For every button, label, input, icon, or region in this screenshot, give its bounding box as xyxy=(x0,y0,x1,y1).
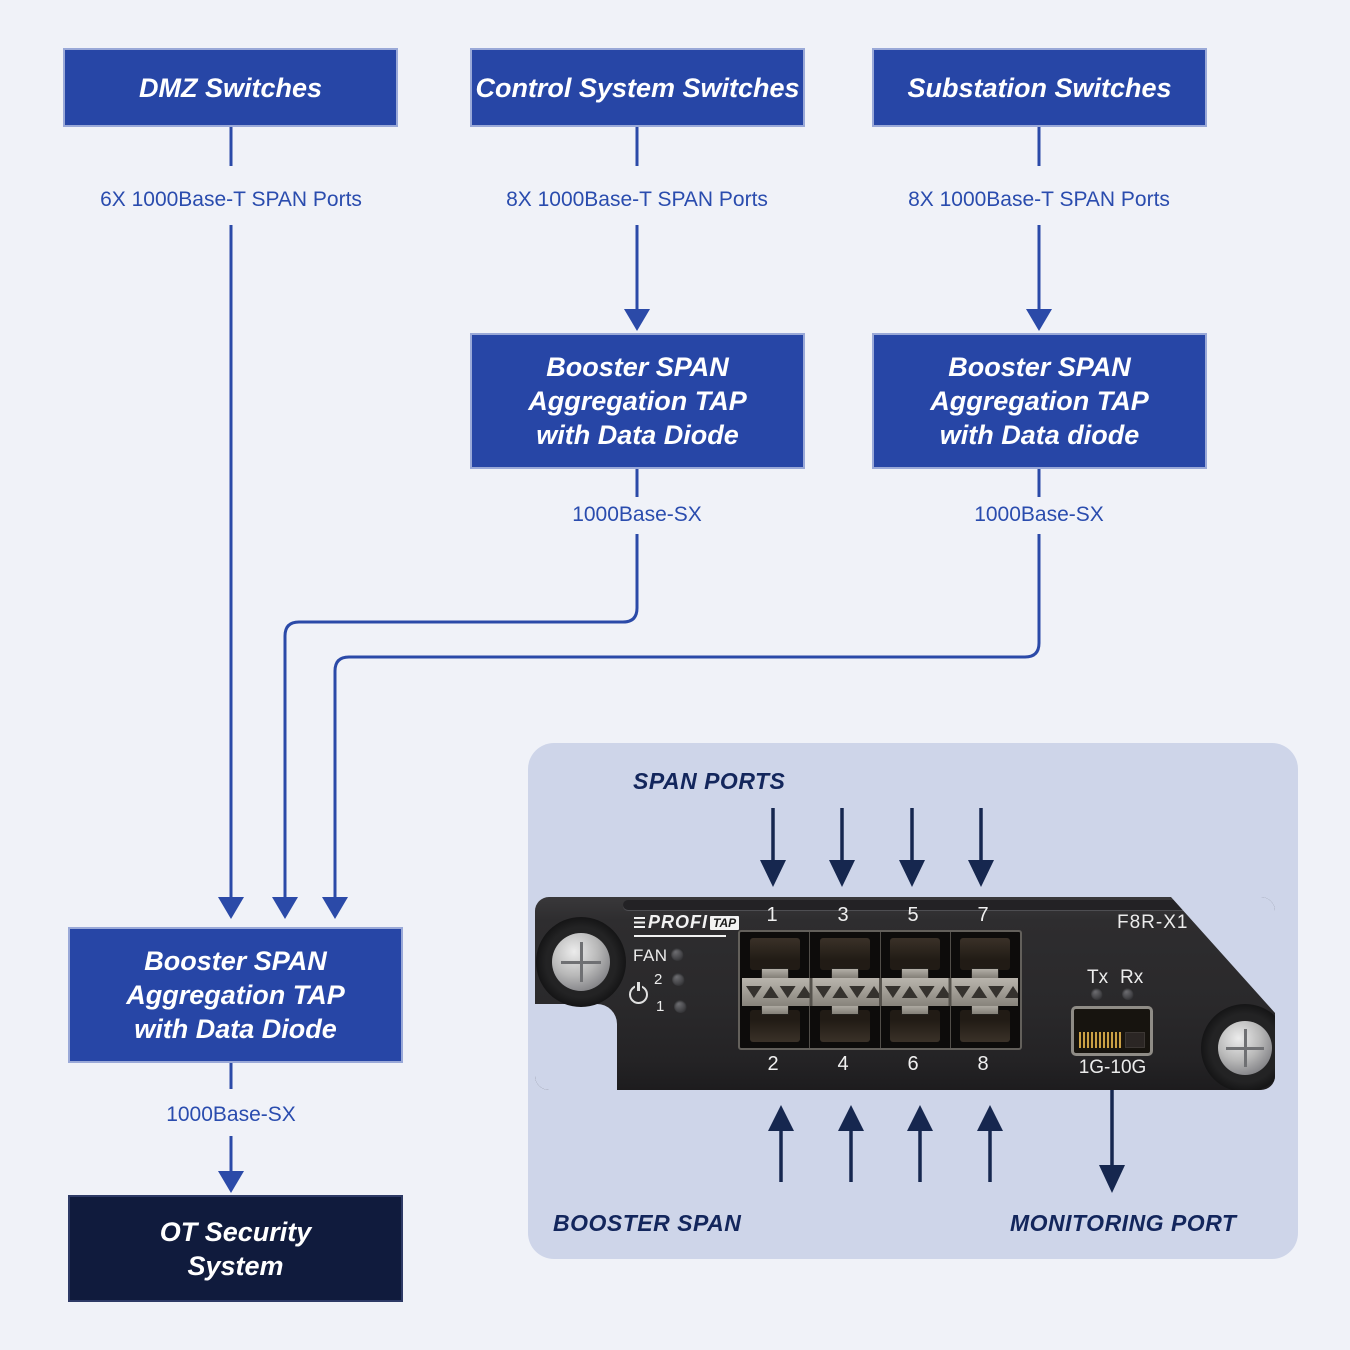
monitoring-port-arrowhead xyxy=(1099,1165,1125,1193)
wire-tap-substation-to-main xyxy=(333,534,1041,898)
edge-label-substation-span-ports: 8X 1000Base-T SPAN Ports xyxy=(908,188,1170,211)
latch-triangle-pattern xyxy=(745,978,1021,1006)
logo-profi-text: PROFI xyxy=(648,912,709,932)
node-substation-switches: Substation Switches xyxy=(872,48,1207,127)
arrowhead-into-tap-substation xyxy=(1026,309,1052,331)
booster-span-up-arrows xyxy=(779,1130,992,1182)
node-label-line: with Data Diode xyxy=(134,1014,337,1044)
node-label: Control System Switches xyxy=(475,72,800,103)
rx-label: Rx xyxy=(1120,967,1144,988)
caption-booster-span: BOOSTER SPAN xyxy=(553,1210,742,1236)
edge-label-dmz-span-ports: 6X 1000Base-T SPAN Ports xyxy=(100,188,362,211)
port-number-3: 3 xyxy=(837,904,849,926)
thumbscrew-left-icon xyxy=(552,933,610,991)
edge-label-control-span-ports: 8X 1000Base-T SPAN Ports xyxy=(506,188,768,211)
node-label-line: with Data Diode xyxy=(536,420,739,450)
power-led-2-label: 2 xyxy=(654,971,663,988)
device-model-label: F8R-X1 xyxy=(1117,912,1189,933)
arrowhead-control-into-main xyxy=(272,897,298,919)
edge-label-substation-fiber: 1000Base-SX xyxy=(974,503,1104,526)
node-label-line: System xyxy=(187,1250,284,1281)
node-dmz-switches: DMZ Switches xyxy=(63,48,398,127)
port-number-5: 5 xyxy=(907,904,919,926)
port-number-1: 1 xyxy=(766,904,778,926)
thumbscrew-right-icon xyxy=(1218,1021,1272,1075)
rx-led-icon xyxy=(1122,988,1134,1000)
node-label-line: Booster SPAN xyxy=(546,352,729,382)
profitap-logo: PROFI TAP xyxy=(634,912,740,937)
power-led-2-icon xyxy=(672,973,685,986)
port-number-6: 6 xyxy=(907,1053,919,1075)
logo-tap-badge: TAP xyxy=(710,915,740,930)
node-label-line: Booster SPAN xyxy=(144,946,327,976)
fan-label: FAN xyxy=(633,946,668,965)
arrowhead-dmz-into-main xyxy=(218,897,244,919)
port-number-7: 7 xyxy=(977,904,989,926)
power-led-1-label: 1 xyxy=(656,998,665,1015)
node-ot-security-system: OT Security System xyxy=(68,1195,403,1302)
logo-stripes-icon xyxy=(634,917,645,928)
node-booster-tap-control: Booster SPAN Aggregation TAP with Data D… xyxy=(470,333,805,469)
tx-led-icon xyxy=(1091,988,1103,1000)
node-label-line: Booster SPAN xyxy=(948,352,1131,382)
profitap-f8r-x1-device: PROFI TAP FAN 2 1 1 3 5 7 2 4 6 8 xyxy=(535,897,1275,1090)
node-label-line: Aggregation TAP xyxy=(126,980,345,1010)
power-icon xyxy=(629,982,648,1004)
blue-wire-lines xyxy=(229,127,1041,1172)
caption-span-ports: SPAN PORTS xyxy=(633,768,786,794)
caption-monitoring-port: MONITORING PORT xyxy=(1010,1210,1237,1236)
logo-underline xyxy=(634,935,726,937)
booster-span-up-arrowheads xyxy=(768,1105,1003,1131)
edge-label-control-fiber: 1000Base-SX xyxy=(572,503,702,526)
port-number-4: 4 xyxy=(837,1053,849,1075)
arrowhead-into-tap-control xyxy=(624,309,650,331)
monitoring-sfp-port xyxy=(1071,1006,1153,1056)
node-label-line: with Data diode xyxy=(939,420,1140,450)
edge-label-main-fiber: 1000Base-SX xyxy=(166,1103,296,1126)
node-label-line: OT Security xyxy=(159,1216,312,1247)
blue-wire-arrowheads xyxy=(218,309,1052,1193)
faceplate-top-bevel xyxy=(623,900,1233,910)
port-number-2: 2 xyxy=(767,1053,779,1075)
span-port-down-arrows xyxy=(771,808,983,861)
span-port-down-arrowheads xyxy=(760,860,994,887)
node-label: DMZ Switches xyxy=(138,72,323,103)
arrowhead-into-ot xyxy=(218,1171,244,1193)
fan-led-icon xyxy=(671,948,684,961)
node-label: Substation Switches xyxy=(907,72,1172,103)
wire-tap-control-to-main xyxy=(283,534,639,898)
node-label-line: Aggregation TAP xyxy=(930,386,1149,416)
node-booster-tap-substation: Booster SPAN Aggregation TAP with Data d… xyxy=(872,333,1207,469)
port-number-8: 8 xyxy=(977,1053,989,1075)
sfp-latch-strip xyxy=(742,978,1021,1006)
sfp-cage xyxy=(738,930,1022,1050)
node-label-line: Aggregation TAP xyxy=(528,386,747,416)
node-booster-tap-main: Booster SPAN Aggregation TAP with Data D… xyxy=(68,927,403,1063)
node-control-system-switches: Control System Switches xyxy=(470,48,805,127)
arrowhead-substation-into-main xyxy=(322,897,348,919)
monitor-speed-label: 1G-10G xyxy=(1078,1057,1147,1078)
power-led-1-icon xyxy=(674,1000,687,1013)
tx-label: Tx xyxy=(1087,967,1109,988)
